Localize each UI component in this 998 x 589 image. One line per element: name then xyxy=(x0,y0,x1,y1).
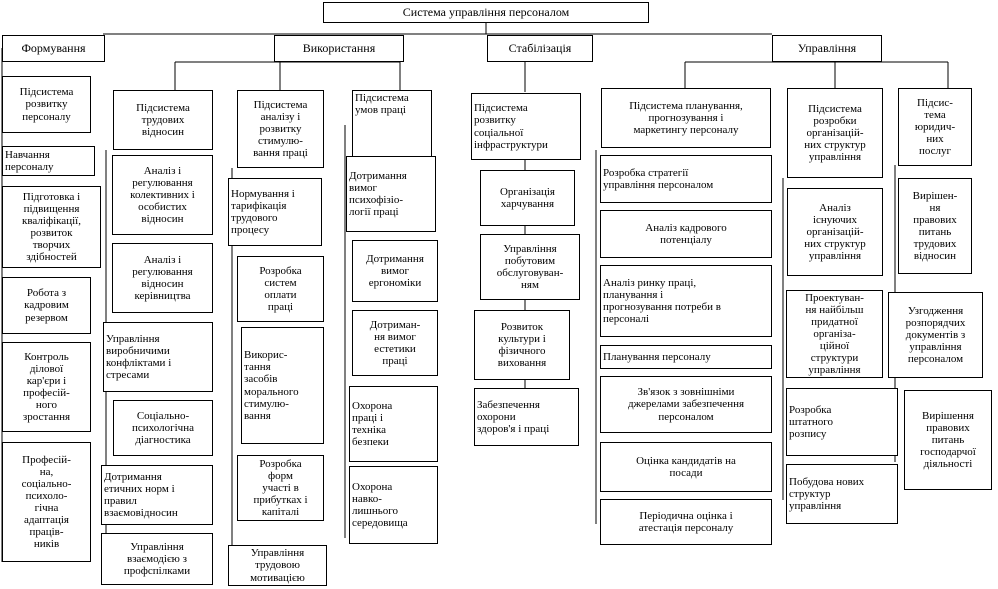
mgmt-col1-item: Зв'язок з зовнішніми джерелами забезпече… xyxy=(600,376,772,433)
usage-col1-item: Дотримання етичних норм і правил взаємов… xyxy=(101,465,213,525)
stab-item: Управління побутовим обслуговуван- ням xyxy=(480,234,580,300)
usage-col1-item: Аналіз і регулювання колективних і особи… xyxy=(112,155,213,235)
usage-col2-item: Розробка систем оплати праці xyxy=(237,256,324,322)
formation-item: Контроль ділової кар'єри і професій- ног… xyxy=(2,342,91,432)
formation-item: Підсистема розвитку персоналу xyxy=(2,76,91,133)
formation-item: Робота з кадровим резервом xyxy=(2,277,91,334)
branch-formation: Формування xyxy=(2,35,105,62)
formation-item: Навчання персоналу xyxy=(2,146,95,176)
mgmt-col2-item: Аналіз існуючих організацій- них структу… xyxy=(787,188,883,276)
mgmt-col1-item: Аналіз кадрового потенціалу xyxy=(600,210,772,258)
stab-item: Організація харчування xyxy=(480,170,575,226)
branch-stabilization: Стабілізація xyxy=(487,35,593,62)
formation-item: Підготовка і підвищення кваліфікації, ро… xyxy=(2,186,101,268)
mgmt-col3-item: Узгодження розпорядчих документів з упра… xyxy=(888,292,983,378)
stab-item: Забезпечення охорони здоров'я і праці xyxy=(474,388,579,446)
mgmt-col1-item: Планування персоналу xyxy=(600,345,772,369)
branch-management: Управління xyxy=(772,35,882,62)
usage-col3-item: Охорона навко- лишнього середовища xyxy=(349,466,438,544)
mgmt-legal-services: Підсис- тема юридич- них послуг xyxy=(898,88,972,166)
branch-usage: Використання xyxy=(274,35,404,62)
mgmt-col3-item: Вирішен- ня правових питань трудових від… xyxy=(898,178,972,274)
usage-col3-item: Дотриман- ня вимог естетики праці xyxy=(352,310,438,376)
mgmt-planning: Підсистема планування, прогнозування і м… xyxy=(601,88,771,148)
usage-col3-item: Дотримання вимог психофізіо- логії праці xyxy=(346,156,436,232)
mgmt-col2-item: Побудова нових структур управління xyxy=(786,464,898,524)
mgmt-col2-item: Проектуван- ня найбільш придатної органі… xyxy=(786,290,883,378)
mgmt-col3-item: Вирішення правових питань господарчої ді… xyxy=(904,390,992,490)
formation-item: Професій- на, соціально- психоло- гічна … xyxy=(2,442,91,562)
usage-col2-item: Нормування і тарифікація трудового проце… xyxy=(228,178,322,246)
usage-col2-item: Викорис- тання засобів морального стимул… xyxy=(241,327,324,444)
usage-stimulation: Підсистема аналізу і розвитку стимулю- в… xyxy=(237,90,324,168)
usage-col1-item: Аналіз і регулювання відносин керівництв… xyxy=(112,243,213,313)
usage-col1-item: Соціально- психологічна діагностика xyxy=(113,400,213,456)
stab-item: Розвиток культури і фізичного виховання xyxy=(474,310,570,380)
usage-col1-item: Управління виробничими конфліктами і стр… xyxy=(103,322,213,392)
mgmt-col1-item: Розробка стратегії управління персоналом xyxy=(600,155,772,203)
mgmt-col1-item: Періодична оцінка і атестація персоналу xyxy=(600,499,772,545)
usage-col3-item: Дотримання вимог ергономіки xyxy=(352,240,438,302)
stab-social-infrastructure: Підсистема розвитку соціальної інфрастру… xyxy=(471,93,581,160)
usage-col2-item: Розробка форм участі в прибутках і капіт… xyxy=(237,455,324,521)
root-title: Система управління персоналом xyxy=(323,2,649,23)
mgmt-org-structures: Підсистема розробки організацій- них стр… xyxy=(787,88,883,178)
usage-labor-relations: Підсистема трудових відносин xyxy=(113,90,213,150)
usage-col1-item: Управління взаємодією з профспілками xyxy=(101,533,213,585)
usage-col3-item: Охорона праці і техніка безпеки xyxy=(349,386,438,462)
mgmt-col1-item: Оцінка кандидатів на посади xyxy=(600,442,772,492)
mgmt-col2-item: Розробка штатного розпису xyxy=(786,388,898,456)
usage-col2-item: Управління трудовою мотивацією xyxy=(228,545,327,586)
mgmt-col1-item: Аналіз ринку праці, планування і прогноз… xyxy=(600,265,772,337)
